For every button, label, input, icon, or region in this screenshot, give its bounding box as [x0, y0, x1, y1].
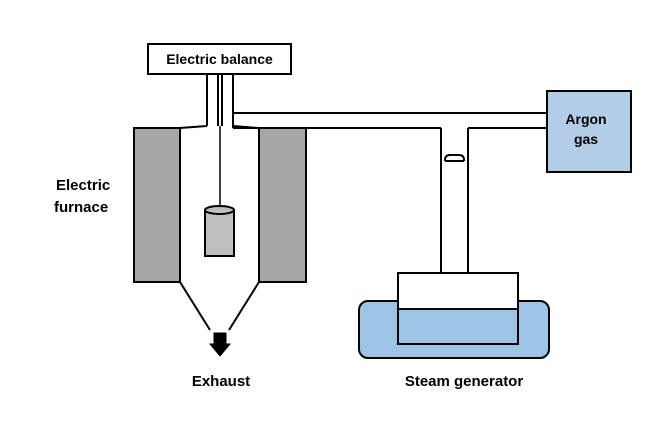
furnace-right-wall — [258, 127, 307, 283]
electric-balance-box — [147, 43, 292, 75]
argon-gas-box — [546, 90, 632, 173]
argon-gas-label-line1: Argon — [565, 111, 606, 127]
exhaust-arrow — [208, 332, 232, 357]
reactor-tube — [179, 128, 260, 331]
sample-crucible-top — [204, 205, 235, 215]
electric-furnace-label-line2: furnace — [54, 199, 108, 216]
electric-balance-label: Electric balance — [166, 51, 273, 67]
steam-generator-vessel-top — [397, 272, 519, 310]
argon-gas-label-line2: gas — [574, 131, 598, 147]
furnace-left-wall — [133, 127, 181, 283]
electric-furnace-label-line1: Electric — [56, 177, 110, 194]
gas-pipe-horizontal — [233, 112, 548, 129]
sample-crucible-body — [204, 209, 235, 257]
steam-pipe-inner-tube — [444, 154, 465, 162]
steam-generator-label: Steam generator — [405, 373, 524, 390]
exhaust-label: Exhaust — [192, 373, 250, 390]
steam-pipe-vertical — [440, 128, 469, 273]
steam-generator-vessel-water — [397, 308, 519, 345]
